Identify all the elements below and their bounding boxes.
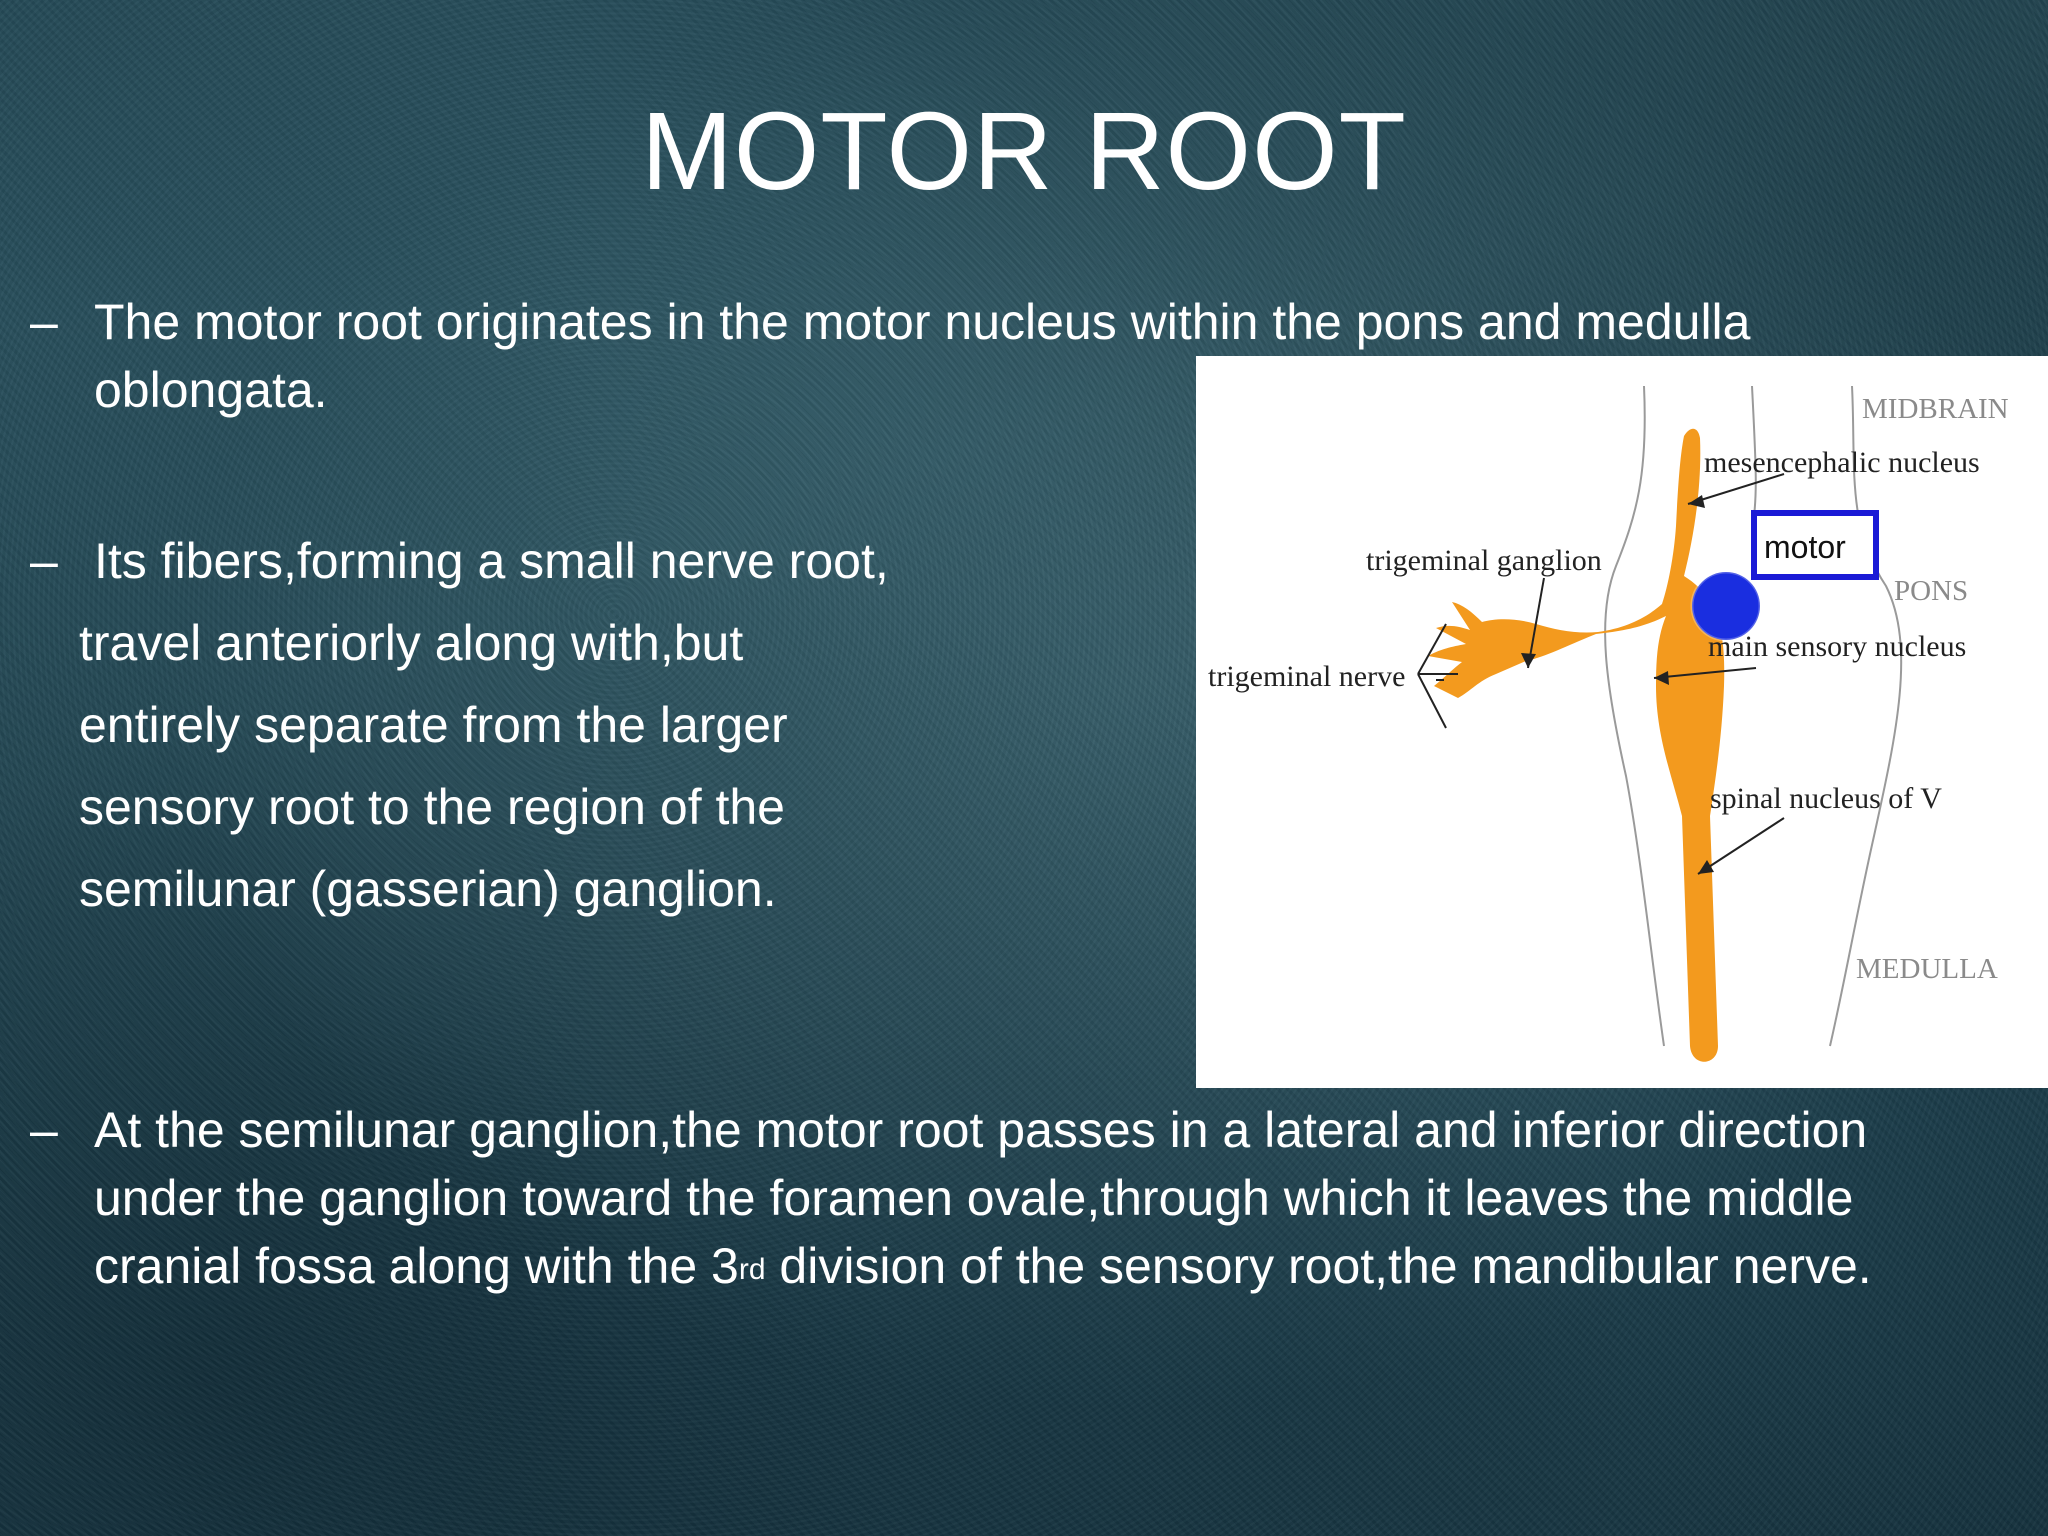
arrow-trigeminal-ganglion (1527, 577, 1545, 669)
bullet-marker: – (30, 1102, 58, 1158)
label-spinal-nucleus: spinal nucleus of V (1710, 782, 1942, 815)
slide-title: MOTOR ROOT (641, 90, 1407, 213)
bracket-line (1417, 623, 1447, 675)
bullet-3-text-b: division of the sensory root,the mandibu… (765, 1238, 1872, 1294)
arrowhead (1698, 860, 1714, 874)
arrow-mesencephalic (1687, 473, 1785, 505)
bullet-3: – At the semilunar ganglion,the motor ro… (30, 1096, 1990, 1300)
motor-label-box (1751, 510, 1879, 580)
bullet-2-line-3: entirely separate from the larger (79, 697, 788, 753)
arrow-main-sensory (1653, 667, 1757, 679)
bullet-2: – Its fibers,forming a small nerve root,… (30, 520, 1030, 930)
arrowhead (1688, 495, 1705, 508)
bullet-marker: – (30, 533, 58, 589)
trigeminal-nuclei-shape (1428, 428, 1725, 1062)
arrow-heads (1521, 495, 1714, 874)
brainstem-left-outline (1604, 385, 1665, 1047)
bullet-1: – The motor root originates in the motor… (30, 288, 1790, 424)
pointer-arrows (1436, 473, 1785, 875)
motor-nucleus-dot-ring (1690, 570, 1762, 642)
label-pons: PONS (1894, 575, 1968, 607)
bullet-marker: – (30, 294, 58, 350)
bullet-2-line-4: sensory root to the region of the (79, 779, 785, 835)
label-medulla: MEDULLA (1856, 953, 1998, 985)
diagram-svg: motor MIDBRAIN mesencephalic nucleus PON… (1208, 385, 2009, 1062)
bracket-line (1417, 673, 1447, 729)
ordinal-suffix: rd (738, 1253, 766, 1286)
trigeminal-nuclei-diagram: motor MIDBRAIN mesencephalic nucleus PON… (1196, 356, 2048, 1088)
bullet-2-line-2: travel anteriorly along with,but (79, 615, 744, 671)
brainstem-right-outline (1829, 385, 1903, 1047)
label-trigeminal-ganglion: trigeminal ganglion (1366, 544, 1602, 577)
arrow-spinal-nucleus (1697, 817, 1785, 875)
bullet-3-text: At the semilunar ganglion,the motor root… (94, 1096, 1990, 1300)
arrowhead (1654, 671, 1669, 685)
label-mesencephalic-nucleus: mesencephalic nucleus (1704, 446, 1980, 479)
label-trigeminal-nerve: trigeminal nerve (1208, 660, 1405, 693)
label-midbrain: MIDBRAIN (1862, 393, 2009, 425)
bullet-1-text: The motor root originates in the motor n… (94, 294, 1751, 418)
bullet-3-text-a: At the semilunar ganglion,the motor root… (94, 1102, 1868, 1294)
label-main-sensory-nucleus: main sensory nucleus (1708, 630, 1966, 663)
motor-nucleus-dot (1692, 572, 1760, 640)
bullet-2-line-5: semilunar (gasserian) ganglion. (79, 861, 777, 917)
bullet-2-line-1: Its fibers,forming a small nerve root, (94, 533, 889, 589)
nerve-bracket (1417, 623, 1458, 729)
motor-label: motor (1764, 529, 1846, 565)
arrowhead (1521, 653, 1536, 668)
